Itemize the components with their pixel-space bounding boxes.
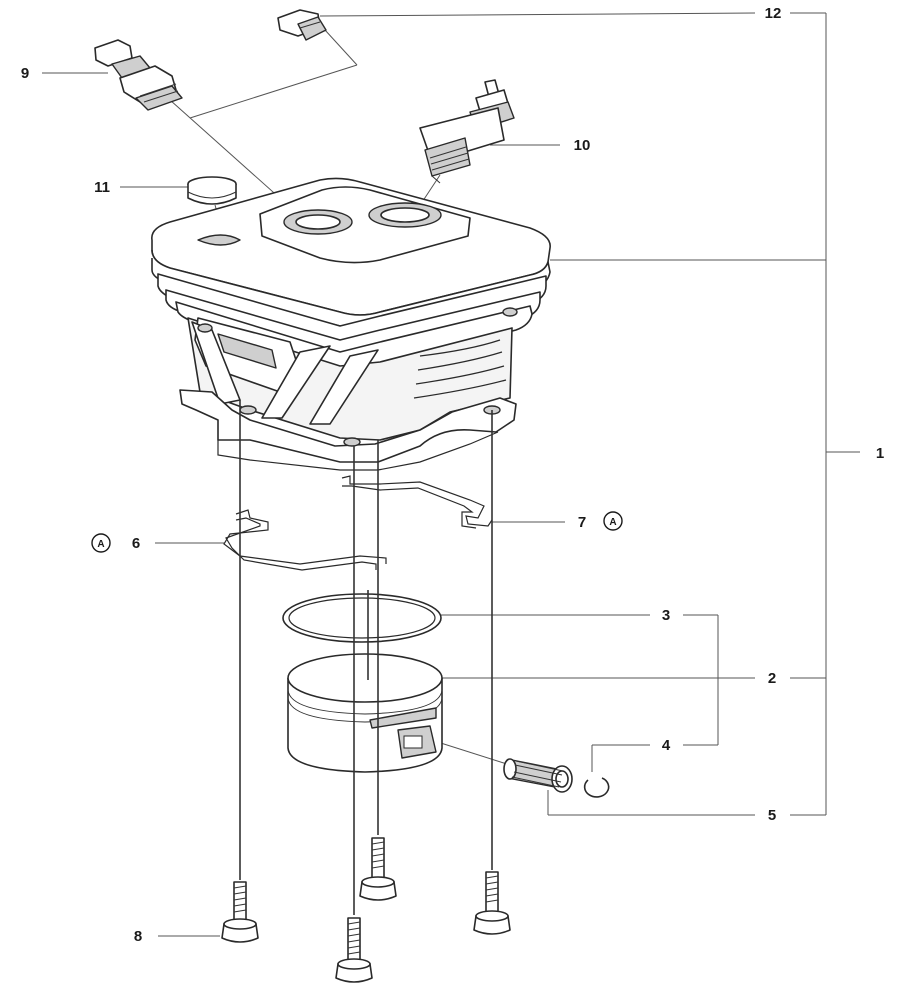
leader-lines: [42, 12, 860, 937]
callout-12: 12: [765, 5, 782, 22]
callout-8: 8: [134, 928, 142, 945]
part-8-screw-center: [335, 917, 373, 983]
callout-6: 6: [132, 535, 140, 552]
callout-10: 10: [574, 137, 591, 154]
part-12-plug: [277, 9, 327, 41]
part-1-cylinder: [151, 177, 551, 471]
callout-numbers: 1 2 3 4 5 6 7 8 9 10 11 12: [21, 5, 884, 945]
badge-6-label: A: [97, 539, 104, 550]
part-2-piston: [287, 653, 443, 773]
part-3-piston-ring: [282, 593, 442, 643]
badge-7: A: [603, 511, 623, 531]
part-6-gasket: [223, 509, 387, 571]
part-10-spark-plug: [419, 79, 515, 184]
part-5-needle-bearing: [503, 758, 573, 793]
callout-4: 4: [662, 737, 671, 754]
callout-5: 5: [768, 807, 776, 824]
callout-7: 7: [578, 514, 586, 531]
part-8-screw-right: [473, 871, 511, 935]
badge-6: A: [91, 533, 111, 553]
part-8-screw-rear: [359, 837, 397, 901]
callout-3: 3: [662, 607, 670, 624]
callout-9: 9: [21, 65, 29, 82]
badge-7-label: A: [609, 517, 616, 528]
assembly-axes: [239, 400, 493, 915]
callout-2: 2: [768, 670, 776, 687]
callout-1: 1: [876, 445, 884, 462]
part-7-gasket: [341, 475, 493, 529]
part-9-valve: [94, 39, 183, 111]
part-11-cap: [187, 176, 237, 205]
callout-11: 11: [94, 179, 110, 196]
part-8-screw-left: [221, 881, 259, 943]
part-4-circlip: [583, 777, 610, 798]
